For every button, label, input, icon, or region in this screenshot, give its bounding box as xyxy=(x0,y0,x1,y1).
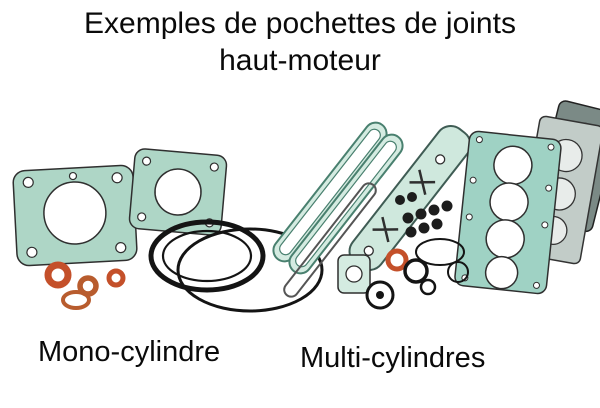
page-title: Exemples de pochettes de joints haut-mot… xyxy=(0,6,600,79)
black-o-ring-2 xyxy=(419,278,437,296)
x-cutout-1 xyxy=(372,216,399,243)
cylinder-bore-hole xyxy=(43,181,107,245)
gasket-kits-illustration xyxy=(12,100,600,313)
orange-seal-4 xyxy=(61,290,91,310)
orange-o-ring xyxy=(385,248,409,272)
x-cutout-2 xyxy=(409,169,436,195)
valve-stem-seals xyxy=(395,192,453,238)
mono-cylinder-gasket-set xyxy=(12,148,324,313)
caption-mono-cylindre: Mono-cylindre xyxy=(38,336,221,368)
black-o-ring-3 xyxy=(447,261,469,283)
valve-cover-gasket-1 xyxy=(272,121,388,263)
large-thin-ring xyxy=(176,227,324,313)
multi-cylinder-gasket-set xyxy=(272,100,600,310)
title-line-2: haut-moteur xyxy=(219,43,381,77)
caption-multi-cylindres: Multi-cylindres xyxy=(300,342,486,374)
title-line-1: Exemples de pochettes de joints xyxy=(84,7,516,40)
orange-seal-3 xyxy=(106,268,126,288)
orange-seal-1 xyxy=(44,261,72,289)
large-o-ring xyxy=(148,219,266,293)
thin-oval-gasket xyxy=(415,238,465,266)
thin-cover-gasket xyxy=(283,182,377,298)
washer-with-hole xyxy=(365,280,395,310)
valve-cover-gasket-2 xyxy=(288,133,404,275)
small-square-gasket xyxy=(337,254,371,294)
mono-head-gasket xyxy=(12,164,138,267)
black-o-ring-1 xyxy=(403,258,429,284)
four-cylinder-head-gasket xyxy=(454,130,562,295)
